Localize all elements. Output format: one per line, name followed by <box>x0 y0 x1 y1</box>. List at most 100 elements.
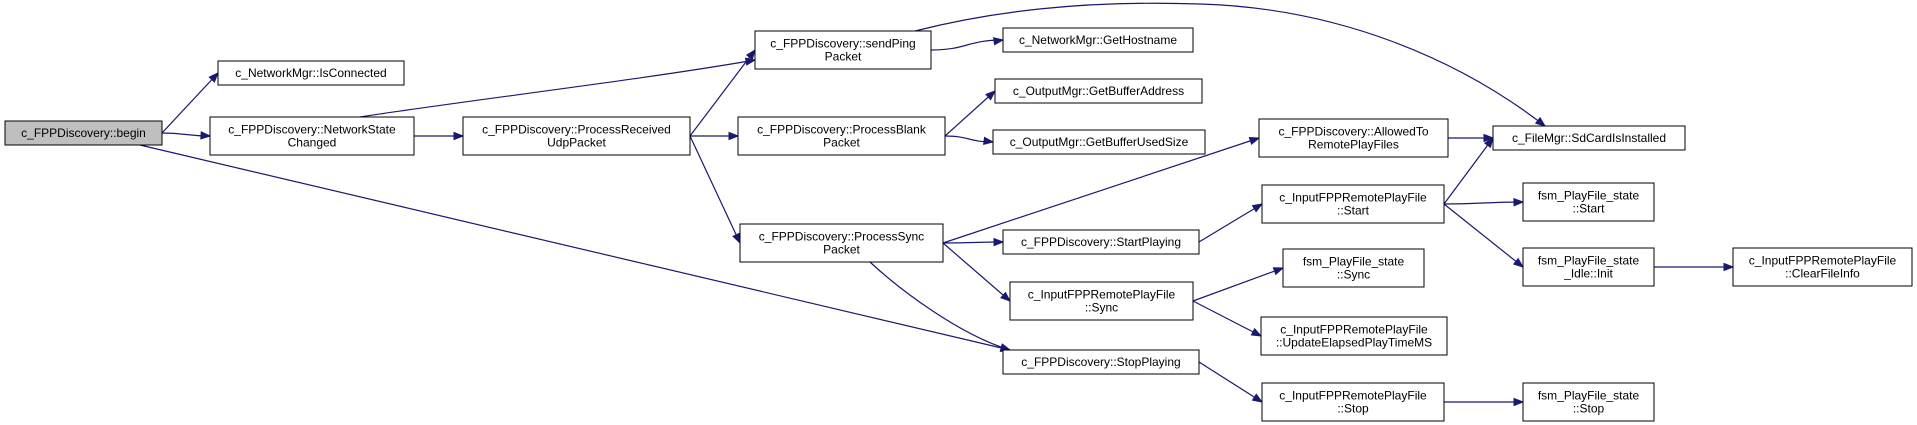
node-getbufused[interactable]: c_OutputMgr::GetBufferUsedSize <box>992 129 1206 155</box>
arrowhead <box>1512 257 1525 268</box>
arrowhead <box>208 71 219 83</box>
node-box <box>1282 248 1425 288</box>
node-stopplaying[interactable]: c_FPPDiscovery::StopPlaying <box>1002 349 1200 375</box>
arrowhead <box>1248 136 1261 146</box>
node-fsmstart[interactable]: fsm_PlayFile_state::Start <box>1522 182 1655 222</box>
edge-begin-to-netstate <box>161 131 212 140</box>
arrowhead <box>1000 291 1012 302</box>
edge-line <box>1443 203 1524 268</box>
edge-procsync-to-stopplaying <box>869 261 1012 352</box>
node-label: c_FPPDiscovery::NetworkState <box>228 123 396 137</box>
edge-line <box>139 144 1011 351</box>
node-sdcard[interactable]: c_FileMgr::SdCardIsInstalled <box>1492 125 1686 151</box>
node-label: c_FPPDiscovery::ProcessReceived <box>482 123 671 137</box>
node-label: Changed <box>288 136 337 150</box>
node-isconnected[interactable]: c_NetworkMgr::IsConnected <box>217 60 405 86</box>
node-label: c_OutputMgr::GetBufferAddress <box>1013 84 1184 98</box>
node-ifrpstart[interactable]: c_InputFPPRemotePlayFile::Start <box>1261 184 1445 224</box>
node-label: c_InputFPPRemotePlayFile <box>1028 288 1176 302</box>
edge-allowed-to-sdcard <box>1448 133 1495 143</box>
edge-line <box>914 2 1546 127</box>
arrowhead <box>983 136 995 146</box>
edge-stopplaying-to-ifrpstop <box>1198 361 1264 403</box>
node-box <box>754 30 932 70</box>
node-fsmstop[interactable]: fsm_PlayFile_state::Stop <box>1522 382 1655 422</box>
edge-line <box>1198 203 1263 243</box>
edge-line <box>944 90 996 137</box>
edge-netstate-to-procudp <box>414 131 465 141</box>
node-label: c_FPPDiscovery::ProcessBlank <box>757 123 927 137</box>
node-box <box>1002 229 1200 255</box>
node-box <box>737 116 946 156</box>
node-label: c_FPPDiscovery::StopPlaying <box>1021 355 1180 369</box>
node-label: fsm_PlayFile_state <box>1538 189 1640 203</box>
edge-line <box>161 72 219 134</box>
arrowhead <box>745 48 756 61</box>
edge-procsync-to-ifrpsync <box>942 242 1012 302</box>
node-ifrpupdate[interactable]: c_InputFPPRemotePlayFile::UpdateElapsedP… <box>1260 316 1448 356</box>
node-label: RemotePlayFiles <box>1308 138 1399 152</box>
node-label: c_InputFPPRemotePlayFile <box>1280 323 1428 337</box>
node-label: c_InputFPPRemotePlayFile <box>1749 254 1897 268</box>
node-getbufaddr[interactable]: c_OutputMgr::GetBufferAddress <box>994 78 1203 104</box>
edge-procudp-to-procsync <box>689 135 741 245</box>
node-box <box>992 129 1206 155</box>
edge-ifrpstop-to-fsmstop <box>1444 397 1525 407</box>
node-box <box>1732 247 1913 287</box>
node-box <box>4 120 163 146</box>
node-fsmsync[interactable]: fsm_PlayFile_state::Sync <box>1282 248 1425 288</box>
edge-fsmidleinit-to-clearfileinfo <box>1653 262 1735 272</box>
node-label: c_FPPDiscovery::ProcessSync <box>759 230 924 244</box>
node-startplaying[interactable]: c_FPPDiscovery::StartPlaying <box>1002 229 1200 255</box>
edges-layer <box>139 2 1735 407</box>
arrowhead <box>1534 116 1547 127</box>
edge-line <box>1198 361 1263 403</box>
node-gethostname[interactable]: c_NetworkMgr::GetHostname <box>1002 27 1194 53</box>
arrowhead <box>993 37 1005 46</box>
arrowhead <box>728 131 740 141</box>
edge-sendping-to-gethostname <box>930 37 1005 51</box>
node-label: ::Sync <box>1337 268 1370 282</box>
edge-ifrpstart-to-fsmidleinit <box>1443 203 1525 268</box>
node-label: c_NetworkMgr::IsConnected <box>235 66 386 80</box>
edge-procsync-to-startplaying <box>942 237 1005 247</box>
node-box <box>462 116 691 156</box>
node-box <box>1522 247 1655 287</box>
nodes-layer: c_FPPDiscovery::begin c_NetworkMgr::IsCon… <box>4 27 1913 422</box>
node-box <box>1002 27 1194 53</box>
node-label: ::Stop <box>1573 402 1605 416</box>
node-box <box>994 78 1203 104</box>
arrowhead <box>1483 136 1494 149</box>
node-ifrpstop[interactable]: c_InputFPPRemotePlayFile::Stop <box>1261 382 1445 422</box>
node-label: ::Start <box>1572 202 1605 216</box>
edge-ifrpsync-to-fsmsync <box>1192 267 1285 302</box>
edge-begin-to-isconnected <box>161 71 219 134</box>
edge-procblank-to-getbufaddr <box>944 90 997 137</box>
node-label: c_FPPDiscovery::begin <box>21 126 146 140</box>
node-box <box>1258 118 1449 158</box>
node-clearfileinfo[interactable]: c_InputFPPRemotePlayFile::ClearFileInfo <box>1732 247 1913 287</box>
node-label: c_FPPDiscovery::sendPing <box>770 37 915 51</box>
arrowhead <box>453 131 465 141</box>
arrowhead <box>732 232 741 245</box>
arrowhead <box>1513 198 1525 207</box>
node-box <box>1522 382 1655 422</box>
node-begin[interactable]: c_FPPDiscovery::begin <box>4 120 163 146</box>
node-label: ::ClearFileInfo <box>1785 267 1860 281</box>
edge-line <box>359 59 756 118</box>
arrowhead <box>1272 267 1285 276</box>
node-box <box>1492 125 1686 151</box>
node-fsmidleinit[interactable]: fsm_PlayFile_state_Idle::Init <box>1522 247 1655 287</box>
node-box <box>217 60 405 86</box>
edge-line <box>1192 300 1262 337</box>
node-label: c_InputFPPRemotePlayFile <box>1279 389 1427 403</box>
node-label: c_FPPDiscovery::AllowedTo <box>1278 125 1428 139</box>
node-ifrpsync[interactable]: c_InputFPPRemotePlayFile::Sync <box>1009 281 1194 321</box>
